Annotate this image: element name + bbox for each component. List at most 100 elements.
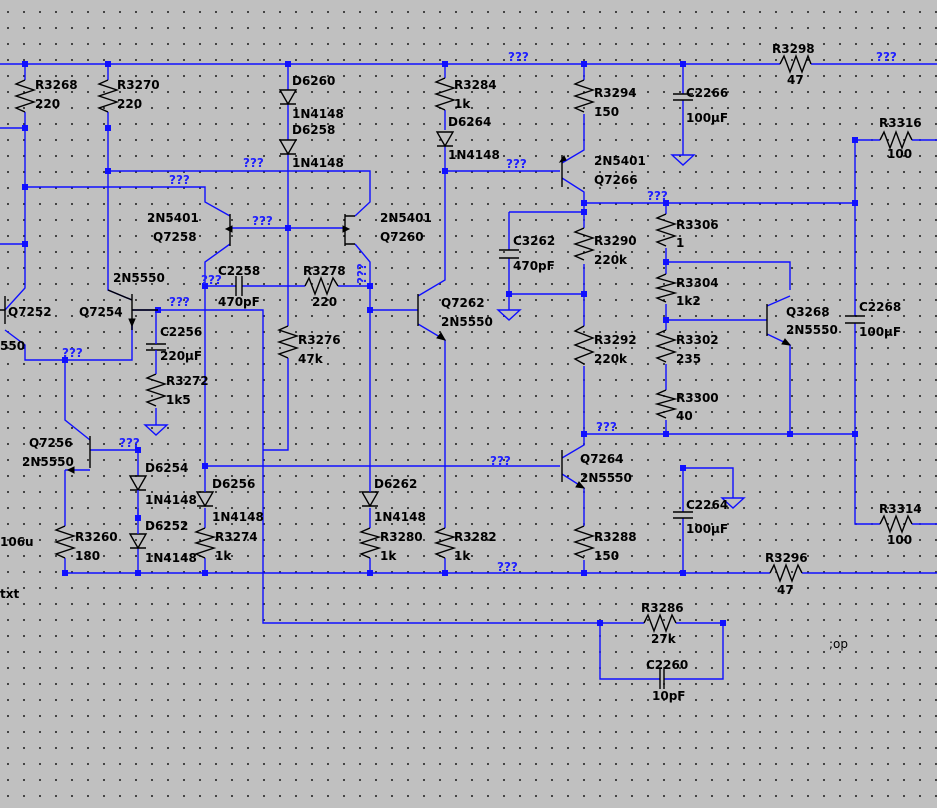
label-r3300-ref: R3300 <box>676 391 719 405</box>
label-q7260-val: 2N5401 <box>380 211 432 225</box>
resistors <box>13 54 913 633</box>
diode-d6258 <box>278 139 298 156</box>
label-q7264-ref: Q7264 <box>580 452 624 466</box>
label-r3314-val: 100 <box>887 533 912 547</box>
label-c2260-ref: C2260 <box>646 658 688 672</box>
net-label: ??? <box>508 50 529 64</box>
capacitor-c2266 <box>673 93 693 101</box>
label-r3280-ref: R3280 <box>380 530 423 544</box>
label-r3304-val: 1k2 <box>676 294 701 308</box>
ground-c2266 <box>671 154 695 166</box>
resistor-r3270 <box>96 79 120 113</box>
transistor-q7264 <box>561 450 586 489</box>
resistor-r3298 <box>779 54 812 74</box>
label-d6258-ref: D6258 <box>292 123 335 137</box>
net-label: ??? <box>243 156 264 170</box>
label-r3304-ref: R3304 <box>676 276 719 290</box>
label-r3260-ref: R3260 <box>75 530 118 544</box>
label-q7256-val: 2N5550 <box>22 455 74 469</box>
transistors <box>0 155 792 489</box>
resistor-r3260 <box>53 525 77 559</box>
label-r3268-ref: R3268 <box>35 78 78 92</box>
label-r3314-ref: R3314 <box>879 502 922 516</box>
label-r3298-ref: R3298 <box>772 42 815 56</box>
label-r3288-ref: R3288 <box>594 530 637 544</box>
resistor-r3286 <box>643 613 677 633</box>
label-c2266-val: 100µF <box>686 111 728 125</box>
label-d6258-val: 1N4148 <box>292 156 344 170</box>
label-d6262-val: 1N4148 <box>374 510 426 524</box>
label-q3268-ref: Q3268 <box>786 305 830 319</box>
label-d6256-ref: D6256 <box>212 477 255 491</box>
label-c3262-val: 470pF <box>513 259 555 273</box>
resistor-r3294 <box>572 79 596 113</box>
resistor-r3316 <box>879 130 913 150</box>
text-106u: 106u <box>0 535 34 549</box>
label-r3286-ref: R3286 <box>641 601 684 615</box>
label-d6262-ref: D6262 <box>374 477 417 491</box>
label-q7252-val: 550 <box>0 339 25 353</box>
net-label: ??? <box>119 436 140 450</box>
label-d6260-ref: D6260 <box>292 74 335 88</box>
label-d6264-val: 1N4148 <box>448 148 500 162</box>
label-c3262-ref: C3262 <box>513 234 555 248</box>
label-q7256-ref: Q7256 <box>29 436 73 450</box>
label-r3270-val: 220 <box>117 97 142 111</box>
transistor-q7260 <box>342 214 355 246</box>
resistor-r3276 <box>276 325 300 359</box>
label-r3276-val: 47k <box>298 352 324 366</box>
label-d6256-val: 1N4148 <box>212 510 264 524</box>
label-r3302-ref: R3302 <box>676 333 719 347</box>
label-r3306-val: 1 <box>676 236 684 250</box>
label-r3288-val: 150 <box>594 549 619 563</box>
label-r3294-ref: R3294 <box>594 86 637 100</box>
label-r3306-ref: R3306 <box>676 218 719 232</box>
label-d6260-val: 1N4148 <box>292 107 344 121</box>
label-c2264-ref: C2264 <box>686 498 728 512</box>
label-q7254-ref: Q7254 <box>79 305 123 319</box>
resistor-r3296 <box>769 563 803 583</box>
net-label: ??? <box>169 173 190 187</box>
label-q3268-val: 2N5550 <box>786 323 838 337</box>
net-label: ??? <box>252 214 273 228</box>
resistor-r3274 <box>193 527 217 559</box>
label-d6254-ref: D6254 <box>145 461 188 475</box>
net-label: ??? <box>62 346 83 360</box>
label-q7254-val: 2N5550 <box>113 271 165 285</box>
label-r3272-val: 1k5 <box>166 393 191 407</box>
resistor-r3302 <box>654 329 678 363</box>
diode-d6264 <box>435 131 455 148</box>
label-r3292-val: 220k <box>594 352 628 366</box>
label-c2260-val: 10pF <box>652 689 686 703</box>
label-d6264-ref: D6264 <box>448 115 491 129</box>
label-c2256-ref: C2256 <box>160 325 202 339</box>
label-q7260-ref: Q7260 <box>380 230 424 244</box>
label-r3278-val: 220 <box>312 295 337 309</box>
label-q7262-ref: Q7262 <box>441 296 485 310</box>
label-r3284-val: 1k <box>454 97 471 111</box>
resistor-r3272 <box>144 373 168 407</box>
diode-d6256 <box>195 491 215 508</box>
transistor-q7262 <box>417 294 447 341</box>
label-r3294-val: 150 <box>594 105 619 119</box>
net-label: ??? <box>490 454 511 468</box>
net-label: ??? <box>355 263 369 284</box>
capacitor-c2268 <box>845 315 865 324</box>
label-c2256-val: 220µF <box>160 349 202 363</box>
component-labels: R3268 220 R3270 220 D6260 1N4148 D6258 1… <box>0 42 922 703</box>
net-label: ??? <box>596 420 617 434</box>
capacitor-c2258 <box>235 276 243 296</box>
transistor-q7256 <box>66 436 91 474</box>
resistor-r3304 <box>654 273 678 303</box>
resistor-r3282 <box>433 527 457 559</box>
diode-d6262 <box>360 491 380 508</box>
label-r3282-val: 1k <box>454 549 471 563</box>
transistor-q7258 <box>224 214 233 246</box>
capacitor-c2260 <box>659 669 665 689</box>
diode-d6252 <box>128 533 148 550</box>
capacitors <box>146 93 865 689</box>
label-q7262-val: 2N5550 <box>441 315 493 329</box>
label-r3276-ref: R3276 <box>298 333 341 347</box>
transistor-q7252 <box>0 296 6 324</box>
